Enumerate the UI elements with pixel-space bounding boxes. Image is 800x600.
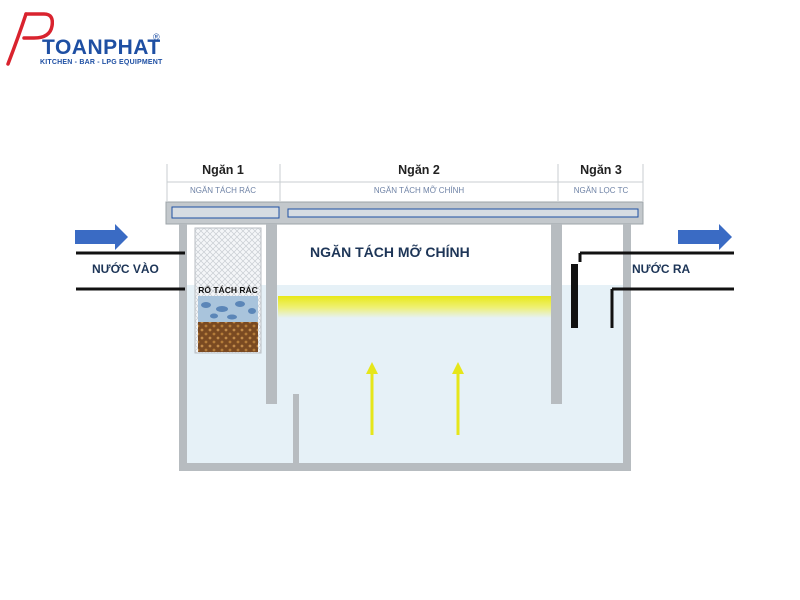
lid-cover-2 [287, 208, 639, 218]
basket-debris-sediment [198, 322, 258, 352]
compartment-3-subtitle: NGĂN LỌC TC [573, 186, 629, 195]
compartment-1-subtitle: NGĂN TÁCH RÁC [189, 186, 257, 195]
compartment-2-subtitle: NGĂN TÁCH MỠ CHÍNH [373, 186, 465, 195]
toanphat-logo-mark [6, 12, 54, 66]
trash-basket-label: RỔ TÁCH RÁC [198, 285, 258, 295]
rise-arrow-icon [452, 362, 464, 435]
tank-walls [179, 224, 631, 471]
outlet-arrow-icon [678, 224, 732, 250]
basket-debris-stones [201, 301, 256, 320]
logo-brand: TOANPHAT [42, 36, 161, 59]
inlet-label: NƯỚC VÀO [92, 262, 159, 276]
compartment-2-title: Ngăn 2 [398, 163, 440, 177]
outlet-pipe [578, 251, 734, 328]
rise-arrow-icon [366, 362, 378, 435]
logo-tagline: KITCHEN - BAR - LPG EQUIPMENT [40, 59, 163, 66]
inlet-pipe [76, 251, 185, 291]
compartment-3-title: Ngăn 3 [580, 163, 622, 177]
lid-cover-1 [171, 206, 280, 219]
logo-registered-mark: ® [153, 32, 160, 42]
compartment-header-lines [166, 164, 644, 201]
outlet-baffle [571, 264, 578, 328]
grease-layer [278, 296, 551, 318]
main-chamber-label: NGĂN TÁCH MỠ CHÍNH [310, 244, 470, 260]
compartment-1-title: Ngăn 1 [202, 163, 244, 177]
outlet-label: NƯỚC RA [632, 262, 691, 276]
inlet-arrow-icon [75, 224, 128, 250]
